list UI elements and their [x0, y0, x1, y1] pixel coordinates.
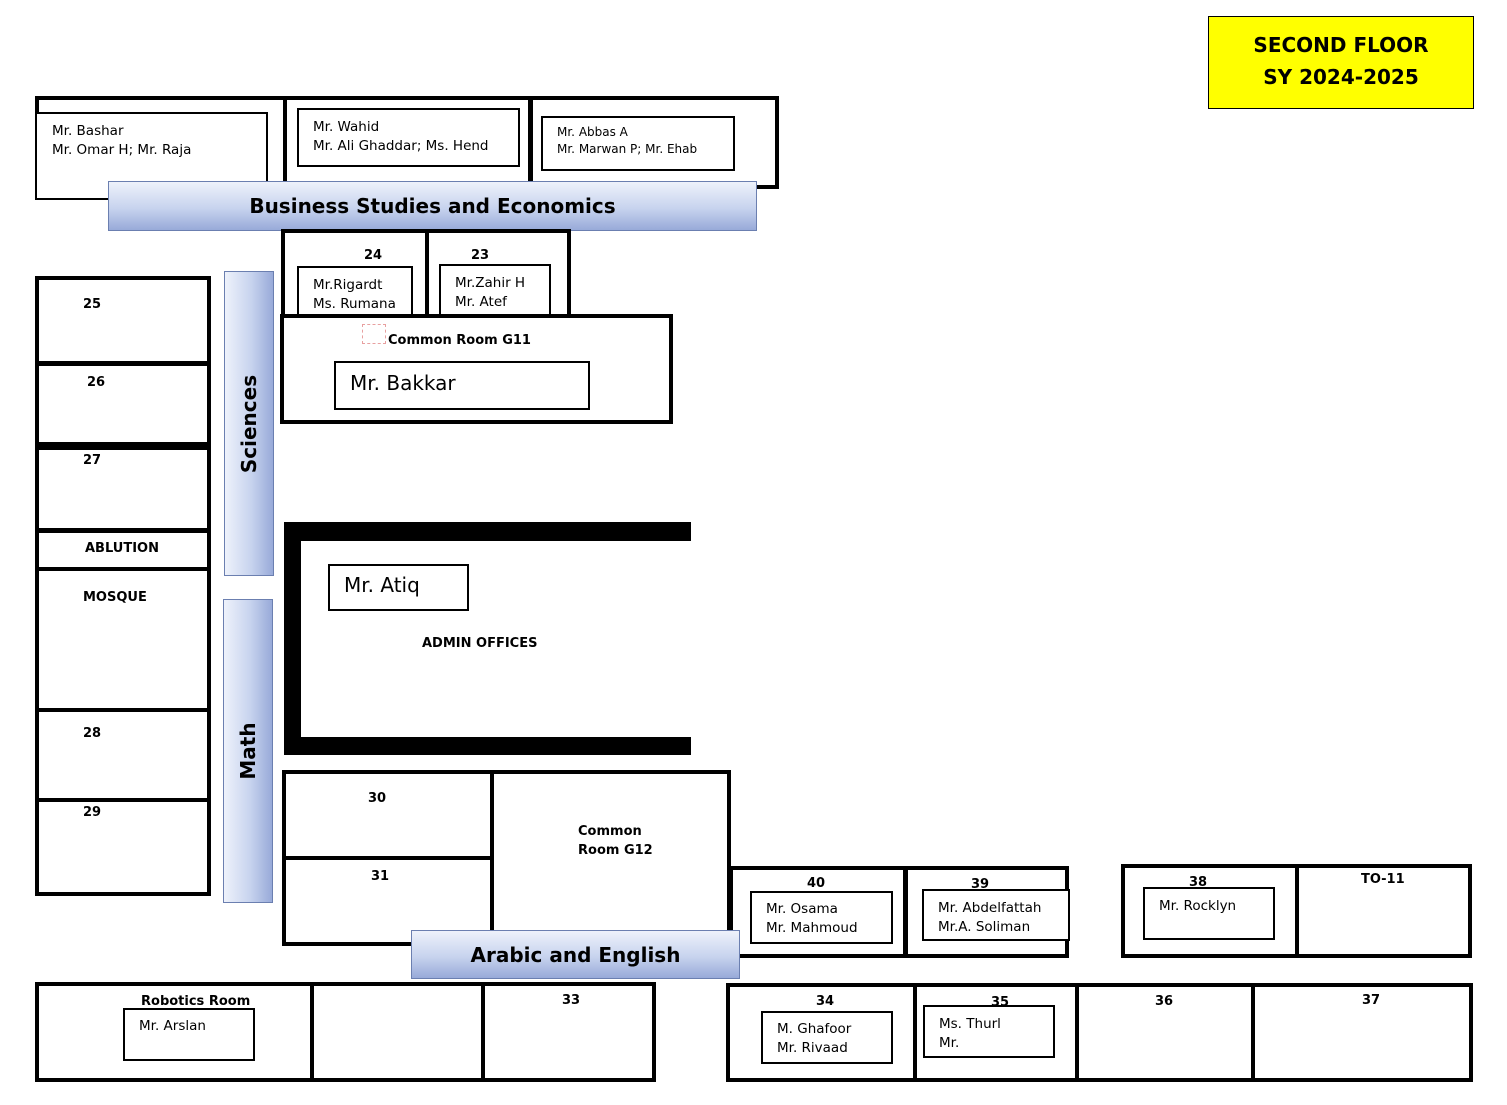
robotics-room — [35, 982, 314, 1082]
top-office-2-line2: Mr. Ali Ghaddar; Ms. Hend — [313, 138, 489, 154]
unlabeled-room — [310, 982, 485, 1082]
room-25 — [35, 276, 211, 365]
robotics-room-label: Robotics Room — [141, 994, 251, 1009]
room-23-number: 23 — [471, 248, 490, 263]
floor-title-line2: SY 2024-2025 — [1263, 65, 1419, 89]
room-38-number: 38 — [1189, 875, 1208, 890]
admin-offices-label: ADMIN OFFICES — [422, 636, 538, 651]
room-38-card — [1143, 887, 1275, 940]
room-24-line2: Ms. Rumana — [313, 296, 396, 312]
room-to-11 — [1295, 864, 1472, 958]
mosque-label: MOSQUE — [83, 590, 147, 605]
common-room-g11-teacher: Mr. Bakkar — [350, 371, 456, 395]
admin-wall-top — [284, 522, 691, 541]
room-37 — [1251, 983, 1473, 1082]
room-40-number: 40 — [807, 876, 826, 891]
room-40-card — [750, 891, 893, 944]
room-34-line2: Mr. Rivaad — [777, 1040, 848, 1056]
admin-wall-left — [284, 522, 301, 755]
room-40-line2: Mr. Mahmoud — [766, 920, 858, 936]
room-39-number: 39 — [971, 877, 990, 892]
room-34-number: 34 — [816, 994, 835, 1009]
room-30 — [282, 770, 494, 860]
room-33 — [481, 982, 656, 1082]
room-26-number: 26 — [87, 375, 106, 390]
mosque-room — [35, 567, 211, 712]
top-office-3-card — [541, 116, 735, 171]
room-36-number: 36 — [1155, 994, 1174, 1009]
common-room-g11-card — [334, 361, 590, 410]
room-33-number: 33 — [562, 993, 581, 1008]
robotics-room-teacher: Mr. Arslan — [139, 1018, 206, 1034]
room-35-line2: Mr. — [939, 1035, 960, 1051]
room-24-number: 24 — [364, 248, 383, 263]
room-35-line1: Ms. Thurl — [939, 1016, 1001, 1032]
room-35-card — [923, 1005, 1055, 1058]
sciences-label: Sciences — [237, 374, 261, 473]
room-34-line1: M. Ghafoor — [777, 1021, 852, 1037]
top-office-1-line2: Mr. Omar H; Mr. Raja — [52, 142, 192, 158]
room-38-teacher: Mr. Rocklyn — [1159, 898, 1237, 914]
common-room-g12-line2: Room G12 — [578, 843, 653, 858]
printer-icon — [362, 324, 386, 344]
room-25-number: 25 — [83, 297, 102, 312]
top-office-1-line1: Mr. Bashar — [52, 123, 124, 139]
common-room-g11-label: Common Room G11 — [388, 333, 531, 348]
room-24-line1: Mr.Rigardt — [313, 277, 383, 293]
room-40-line1: Mr. Osama — [766, 901, 838, 917]
room-24-card — [297, 266, 413, 320]
room-28 — [35, 708, 211, 802]
math-department-band: Math — [223, 599, 273, 903]
ablution-label: ABLUTION — [85, 541, 159, 556]
top-office-2-line1: Mr. Wahid — [313, 119, 380, 135]
top-office-3-line1: Mr. Abbas A — [557, 125, 628, 139]
room-31-number: 31 — [371, 869, 390, 884]
room-27 — [35, 446, 211, 532]
room-39-line1: Mr. Abdelfattah — [938, 900, 1042, 916]
room-29-number: 29 — [83, 805, 102, 820]
admin-wall-bottom — [284, 737, 691, 755]
floor-title-line1: SECOND FLOOR — [1253, 33, 1429, 57]
robotics-room-card — [123, 1008, 255, 1061]
room-26 — [35, 362, 211, 446]
sciences-department-band: Sciences — [224, 271, 274, 576]
admin-teacher-card — [328, 564, 469, 611]
admin-teacher: Mr. Atiq — [344, 573, 420, 597]
top-office-3-line2: Mr. Marwan P; Mr. Ehab — [557, 142, 698, 156]
floor-title: SECOND FLOOR SY 2024-2025 — [1208, 16, 1474, 109]
room-to-11-label: TO-11 — [1361, 872, 1405, 887]
room-39-line2: Mr.A. Soliman — [938, 919, 1031, 935]
room-39-card — [922, 889, 1070, 941]
room-23-line2: Mr. Atef — [455, 294, 507, 310]
room-29 — [35, 798, 211, 896]
room-28-number: 28 — [83, 726, 102, 741]
room-27-number: 27 — [83, 453, 102, 468]
common-room-g12 — [490, 770, 731, 946]
common-room-g12-line1: Common — [578, 824, 642, 839]
room-37-number: 37 — [1362, 993, 1381, 1008]
room-34-card — [761, 1011, 893, 1064]
room-23-card — [439, 264, 551, 316]
arabic-english-department-band: Arabic and English — [411, 930, 740, 979]
room-30-number: 30 — [368, 791, 387, 806]
math-label: Math — [236, 722, 260, 780]
room-23-line1: Mr.Zahir H — [455, 275, 526, 291]
top-office-2-card — [297, 108, 520, 167]
business-studies-department-band: Business Studies and Economics — [108, 181, 757, 231]
